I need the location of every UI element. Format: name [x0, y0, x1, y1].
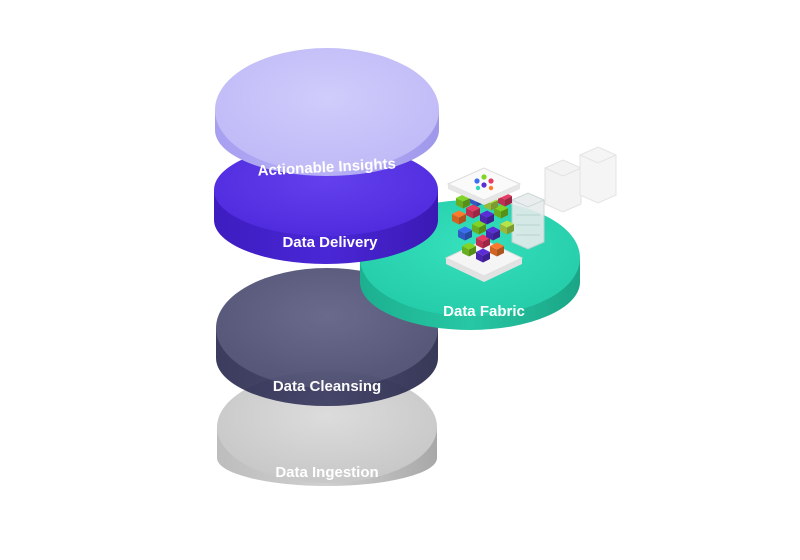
ingestion-label: Data Ingestion [275, 464, 378, 481]
data-cube [462, 242, 476, 257]
server-rack-icon [511, 192, 545, 250]
server-rack-icon [544, 146, 617, 213]
data-cube [476, 248, 490, 263]
data-cube [452, 210, 466, 225]
data-cube [458, 226, 472, 241]
data-cube [500, 220, 514, 235]
insights-disc-top [215, 48, 439, 172]
layer-data-cleansing: Data Cleansing [216, 268, 438, 406]
data-cube [480, 210, 494, 225]
layer-actionable-insights: Actionable Insights [215, 48, 439, 180]
fabric-illustration [444, 146, 617, 282]
delivery-label: Data Delivery [282, 234, 378, 251]
data-cube [490, 242, 504, 257]
fabric-logo-icon [474, 174, 494, 191]
cleansing-label: Data Cleansing [273, 378, 381, 395]
data-cube [486, 226, 500, 241]
fabric-label: Data Fabric [443, 303, 525, 320]
